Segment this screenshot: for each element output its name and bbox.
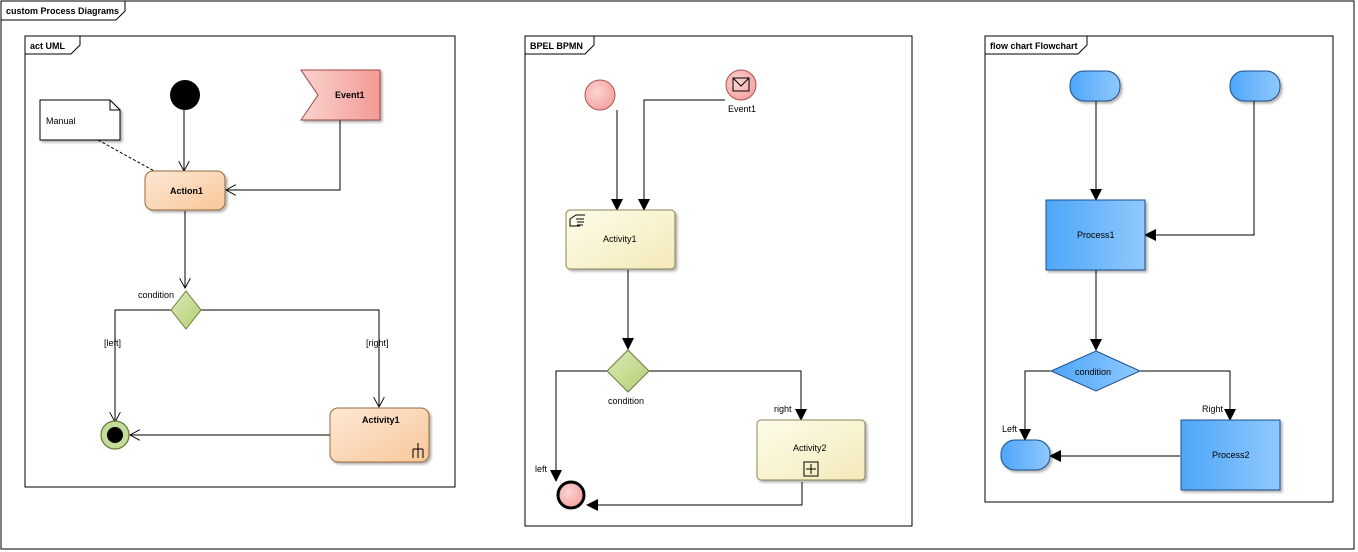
uml-frame[interactable]: act UML xyxy=(24,35,456,488)
uml-event-label: Event1 xyxy=(335,90,365,100)
uml-action[interactable]: Action1 xyxy=(144,170,226,211)
bpmn-frame[interactable]: BPEL BPMN xyxy=(524,35,913,527)
uml-activity[interactable]: Activity1 xyxy=(329,407,430,463)
bpmn-connectors[interactable] xyxy=(550,99,807,511)
uml-initial-node[interactable] xyxy=(170,80,200,110)
flowchart-frame-title: flow chart Flowchart xyxy=(990,41,1078,51)
uml-event[interactable]: Event1 xyxy=(300,69,381,121)
bpmn-flow-right-label: right xyxy=(774,404,792,414)
flowchart-decision-label: condition xyxy=(1075,367,1111,377)
flowchart-end-terminator[interactable] xyxy=(1000,439,1051,471)
flowchart-start-terminator-2[interactable] xyxy=(1229,70,1281,102)
uml-final-node[interactable] xyxy=(100,420,130,450)
uml-connectors[interactable] xyxy=(97,110,379,435)
bpmn-start-event[interactable] xyxy=(584,79,616,111)
manual-task-hand-icon xyxy=(569,214,585,227)
bpmn-end-event[interactable] xyxy=(556,480,586,510)
uml-guard-left: [left] xyxy=(104,338,121,348)
uml-guard-right: [right] xyxy=(366,338,389,348)
bpmn-subprocess-label: Activity2 xyxy=(793,443,827,453)
outer-frame-title: custom Process Diagrams xyxy=(6,6,119,16)
flowchart-start-terminator-1[interactable] xyxy=(1069,70,1121,102)
uml-action-label: Action1 xyxy=(170,186,203,196)
flowchart-decision[interactable]: condition xyxy=(1049,350,1142,392)
uml-decision[interactable]: condition xyxy=(138,290,202,330)
flowchart-flow-right-label: Right xyxy=(1202,404,1224,414)
bpmn-gateway-label: condition xyxy=(608,396,644,406)
expand-plus-icon xyxy=(803,461,819,477)
flowchart-process-2[interactable]: Process2 xyxy=(1180,419,1281,491)
uml-note-text: Manual xyxy=(46,116,76,126)
bpmn-event-label: Event1 xyxy=(728,104,756,114)
flowchart-process-1[interactable]: Process1 xyxy=(1045,199,1146,271)
envelope-icon xyxy=(732,77,750,92)
uml-decision-label: condition xyxy=(138,290,174,300)
bpmn-flow-left-label: left xyxy=(535,464,548,474)
flowchart-process-2-label: Process2 xyxy=(1212,450,1250,460)
flowchart-process-1-label: Process1 xyxy=(1077,230,1115,240)
flowchart-flow-left-label: Left xyxy=(1002,424,1018,434)
call-behavior-icon xyxy=(412,443,424,458)
bpmn-task[interactable]: Activity1 xyxy=(565,209,676,270)
flowchart-frame[interactable]: flow chart Flowchart xyxy=(984,35,1334,503)
uml-note[interactable]: Manual xyxy=(39,99,121,141)
bpmn-gateway[interactable]: condition xyxy=(606,349,650,406)
uml-frame-title: act UML xyxy=(30,41,66,51)
bpmn-subprocess[interactable]: Activity2 xyxy=(756,419,866,481)
flowchart-connectors[interactable] xyxy=(1019,101,1255,462)
bpmn-message-event[interactable]: Event1 xyxy=(725,69,757,114)
bpmn-task-label: Activity1 xyxy=(603,234,637,244)
bpmn-frame-title: BPEL BPMN xyxy=(530,41,583,51)
uml-activity-label: Activity1 xyxy=(362,415,400,425)
